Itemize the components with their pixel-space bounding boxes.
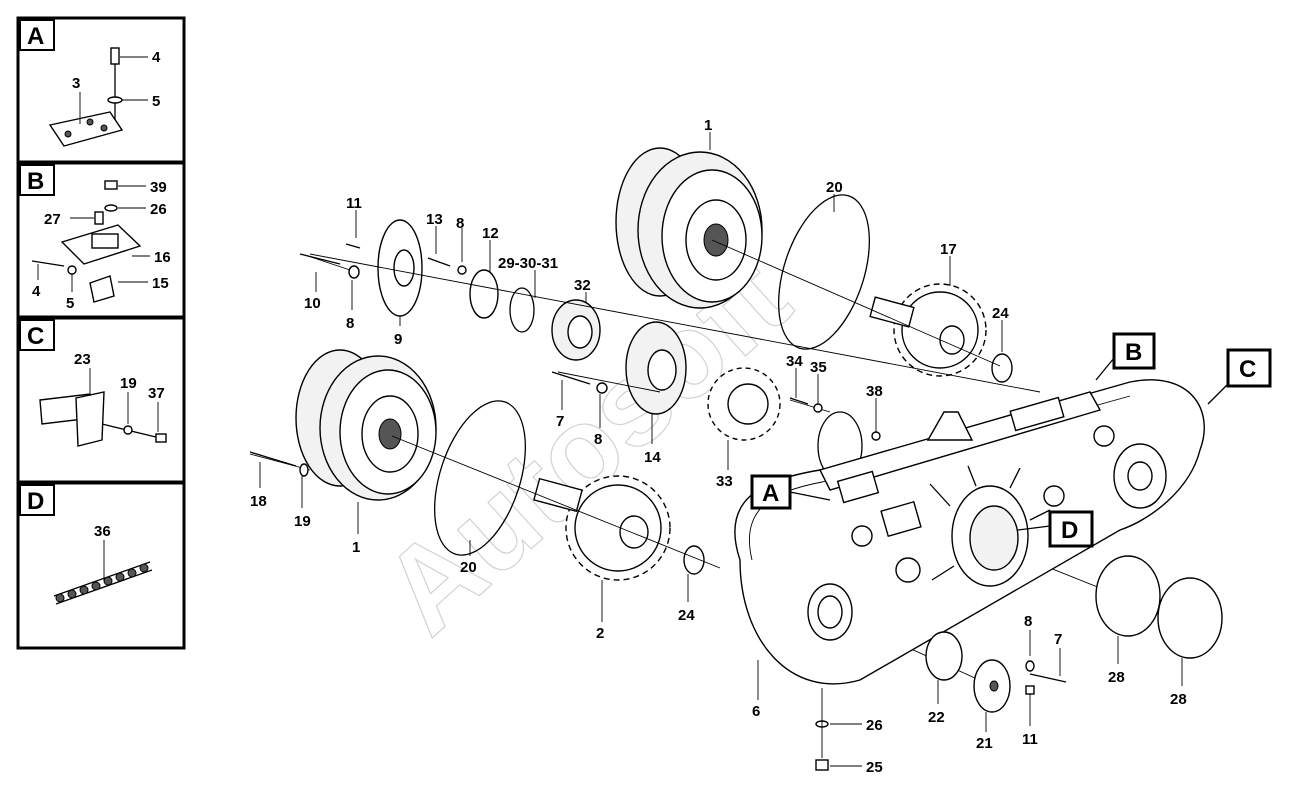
label-28-right: 28 [1170,691,1187,708]
label-11-bottom: 11 [1022,731,1038,748]
final-drive-motor-lower [295,349,437,501]
panel-b-label-16: 16 [154,249,171,266]
panel-c-label-19: 19 [120,375,137,392]
label-1-lower: 1 [352,539,360,556]
inset-panel-b: B 39 26 27 16 4 5 15 [16,161,186,319]
panel-a-letter: A [27,23,44,50]
label-28-left: 28 [1108,669,1125,686]
inset-panel-c: C 23 19 37 [16,316,186,484]
panel-c-label-37: 37 [148,385,165,402]
label-8-right: 8 [1024,613,1032,630]
label-1-upper: 1 [704,117,712,134]
label-7-right: 7 [1054,631,1062,648]
label-38: 38 [866,383,883,400]
panel-c-letter: C [27,323,44,350]
panel-b-label-4: 4 [32,283,41,300]
panel-b-label-27: 27 [44,211,61,228]
label-35: 35 [810,359,827,376]
drain-plug [815,759,829,771]
callout-c: C [1226,348,1272,388]
o-ring-lower [433,400,527,556]
label-8-mid: 8 [594,431,602,448]
label-9: 9 [394,331,402,348]
label-29-30-31: 29-30-31 [498,255,558,272]
panel-b-label-5: 5 [66,295,74,312]
inset-panel-a: A 4 5 3 [16,16,186,164]
inset-panel-d: D 36 [16,481,186,650]
panel-c-label-23: 23 [74,351,91,368]
panel-a-label-5: 5 [152,93,160,110]
panel-b-label-26: 26 [150,201,167,218]
o-ring-upper [777,194,871,350]
label-14: 14 [644,449,661,466]
label-13: 13 [426,211,443,228]
cover-gasket-22 [925,631,963,681]
label-7-mid: 7 [556,413,564,430]
label-20-upper: 20 [826,179,843,196]
svg-text:C: C [1239,356,1256,383]
label-11: 11 [346,195,362,212]
label-17: 17 [940,241,957,258]
label-34: 34 [786,353,803,370]
snap-ring [509,287,535,333]
panel-b-label-39: 39 [150,179,167,196]
part-labels: 1 20 11 13 8 12 29-30-31 32 17 24 34 35 … [250,117,1187,776]
leader-lines [259,132,1229,767]
label-10: 10 [304,295,321,312]
svg-text:B: B [1125,339,1142,366]
bolts [249,243,881,477]
panel-d-letter: D [27,488,44,515]
cover-28-left [1095,555,1161,637]
label-21: 21 [976,735,993,752]
label-22: 22 [928,709,945,726]
callout-a: A [750,474,792,510]
callout-d: D [1048,510,1094,548]
label-12: 12 [482,225,499,242]
panel-b-letter: B [27,168,44,195]
label-25: 25 [866,759,883,776]
svg-text:D: D [1061,517,1078,544]
label-24-lower: 24 [678,607,695,624]
label-32: 32 [574,277,591,294]
svg-text:A: A [762,480,779,507]
panel-d-label-36: 36 [94,523,111,540]
cover-28-right [1157,577,1223,659]
seal-cover [469,269,499,319]
label-24-upper: 24 [992,305,1009,322]
chain-link-group [53,561,153,605]
label-6: 6 [752,703,760,720]
label-18: 18 [250,493,267,510]
panel-b-label-15: 15 [152,275,169,292]
label-2: 2 [596,625,604,642]
label-26: 26 [866,717,883,734]
label-8-left: 8 [346,315,354,332]
bearing-upper [991,353,1013,383]
final-drive-motor-upper [615,147,763,309]
label-33: 33 [716,473,733,490]
label-19: 19 [294,513,311,530]
label-8-top: 8 [456,215,464,232]
label-20-lower: 20 [460,559,477,576]
callout-b: B [1112,332,1156,370]
bearing-lower [683,545,705,575]
panel-a-label-3: 3 [72,75,80,92]
panel-a-label-4: 4 [152,49,161,66]
drive-sprocket-d [929,465,1051,587]
